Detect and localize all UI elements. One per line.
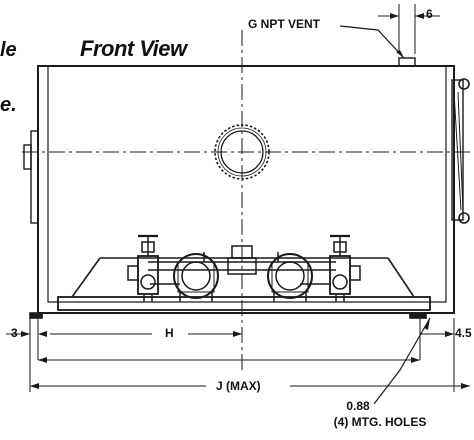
left-side-knob	[23, 144, 32, 170]
j-max-label: J (MAX)	[216, 379, 261, 393]
dim-j-arrow-right	[461, 383, 470, 389]
holes-arrowhead	[424, 318, 430, 330]
sight-gauge-valve-bottom	[458, 212, 470, 224]
sight-gauge-tube-b	[457, 91, 464, 211]
vent-dim-arrow-left	[390, 13, 399, 19]
mounting-foot-left	[29, 312, 43, 319]
dim-h-arrow-right	[233, 331, 242, 337]
dim-inner-arrow-left	[38, 357, 47, 363]
right-offset-label: 4.5	[455, 326, 472, 340]
holes-label: (4) MTG. HOLES	[333, 415, 427, 429]
vent-leader	[339, 25, 405, 59]
view-title: Front View	[80, 36, 187, 61]
dim-inner-arrow-right	[411, 357, 420, 363]
dim-j-arrow-left	[30, 383, 39, 389]
piping-assembly	[127, 234, 361, 302]
vent-dim-arrow-right	[415, 13, 424, 19]
vent-label: G NPT VENT	[248, 17, 321, 31]
cropped-text-line-2: e.	[0, 94, 17, 116]
vent-arrowhead	[396, 50, 404, 58]
left-offset-label: 3	[11, 326, 18, 340]
dim-3-arrow	[21, 331, 30, 337]
h-label: H	[165, 326, 174, 340]
sight-gauge-tube-a	[453, 91, 462, 211]
vent-fitting	[398, 57, 416, 67]
dim-h-arrow-left	[38, 331, 47, 337]
tank-inner-wall	[47, 66, 447, 303]
hole-size-label: 0.88	[346, 399, 370, 413]
base-wall-left	[71, 257, 101, 298]
holes-leader	[373, 317, 431, 405]
dim-45-arrow	[445, 331, 454, 337]
cropped-text-line-1: le	[0, 39, 17, 61]
vent-offset-label: 6	[426, 7, 433, 21]
sight-gauge	[451, 79, 464, 221]
base-plate	[57, 296, 431, 311]
sight-gauge-valve-top	[458, 78, 470, 90]
tank-body	[37, 65, 455, 314]
left-side-fitting	[30, 130, 39, 224]
mounting-foot-right	[409, 312, 427, 319]
base-wall-right	[387, 257, 415, 298]
